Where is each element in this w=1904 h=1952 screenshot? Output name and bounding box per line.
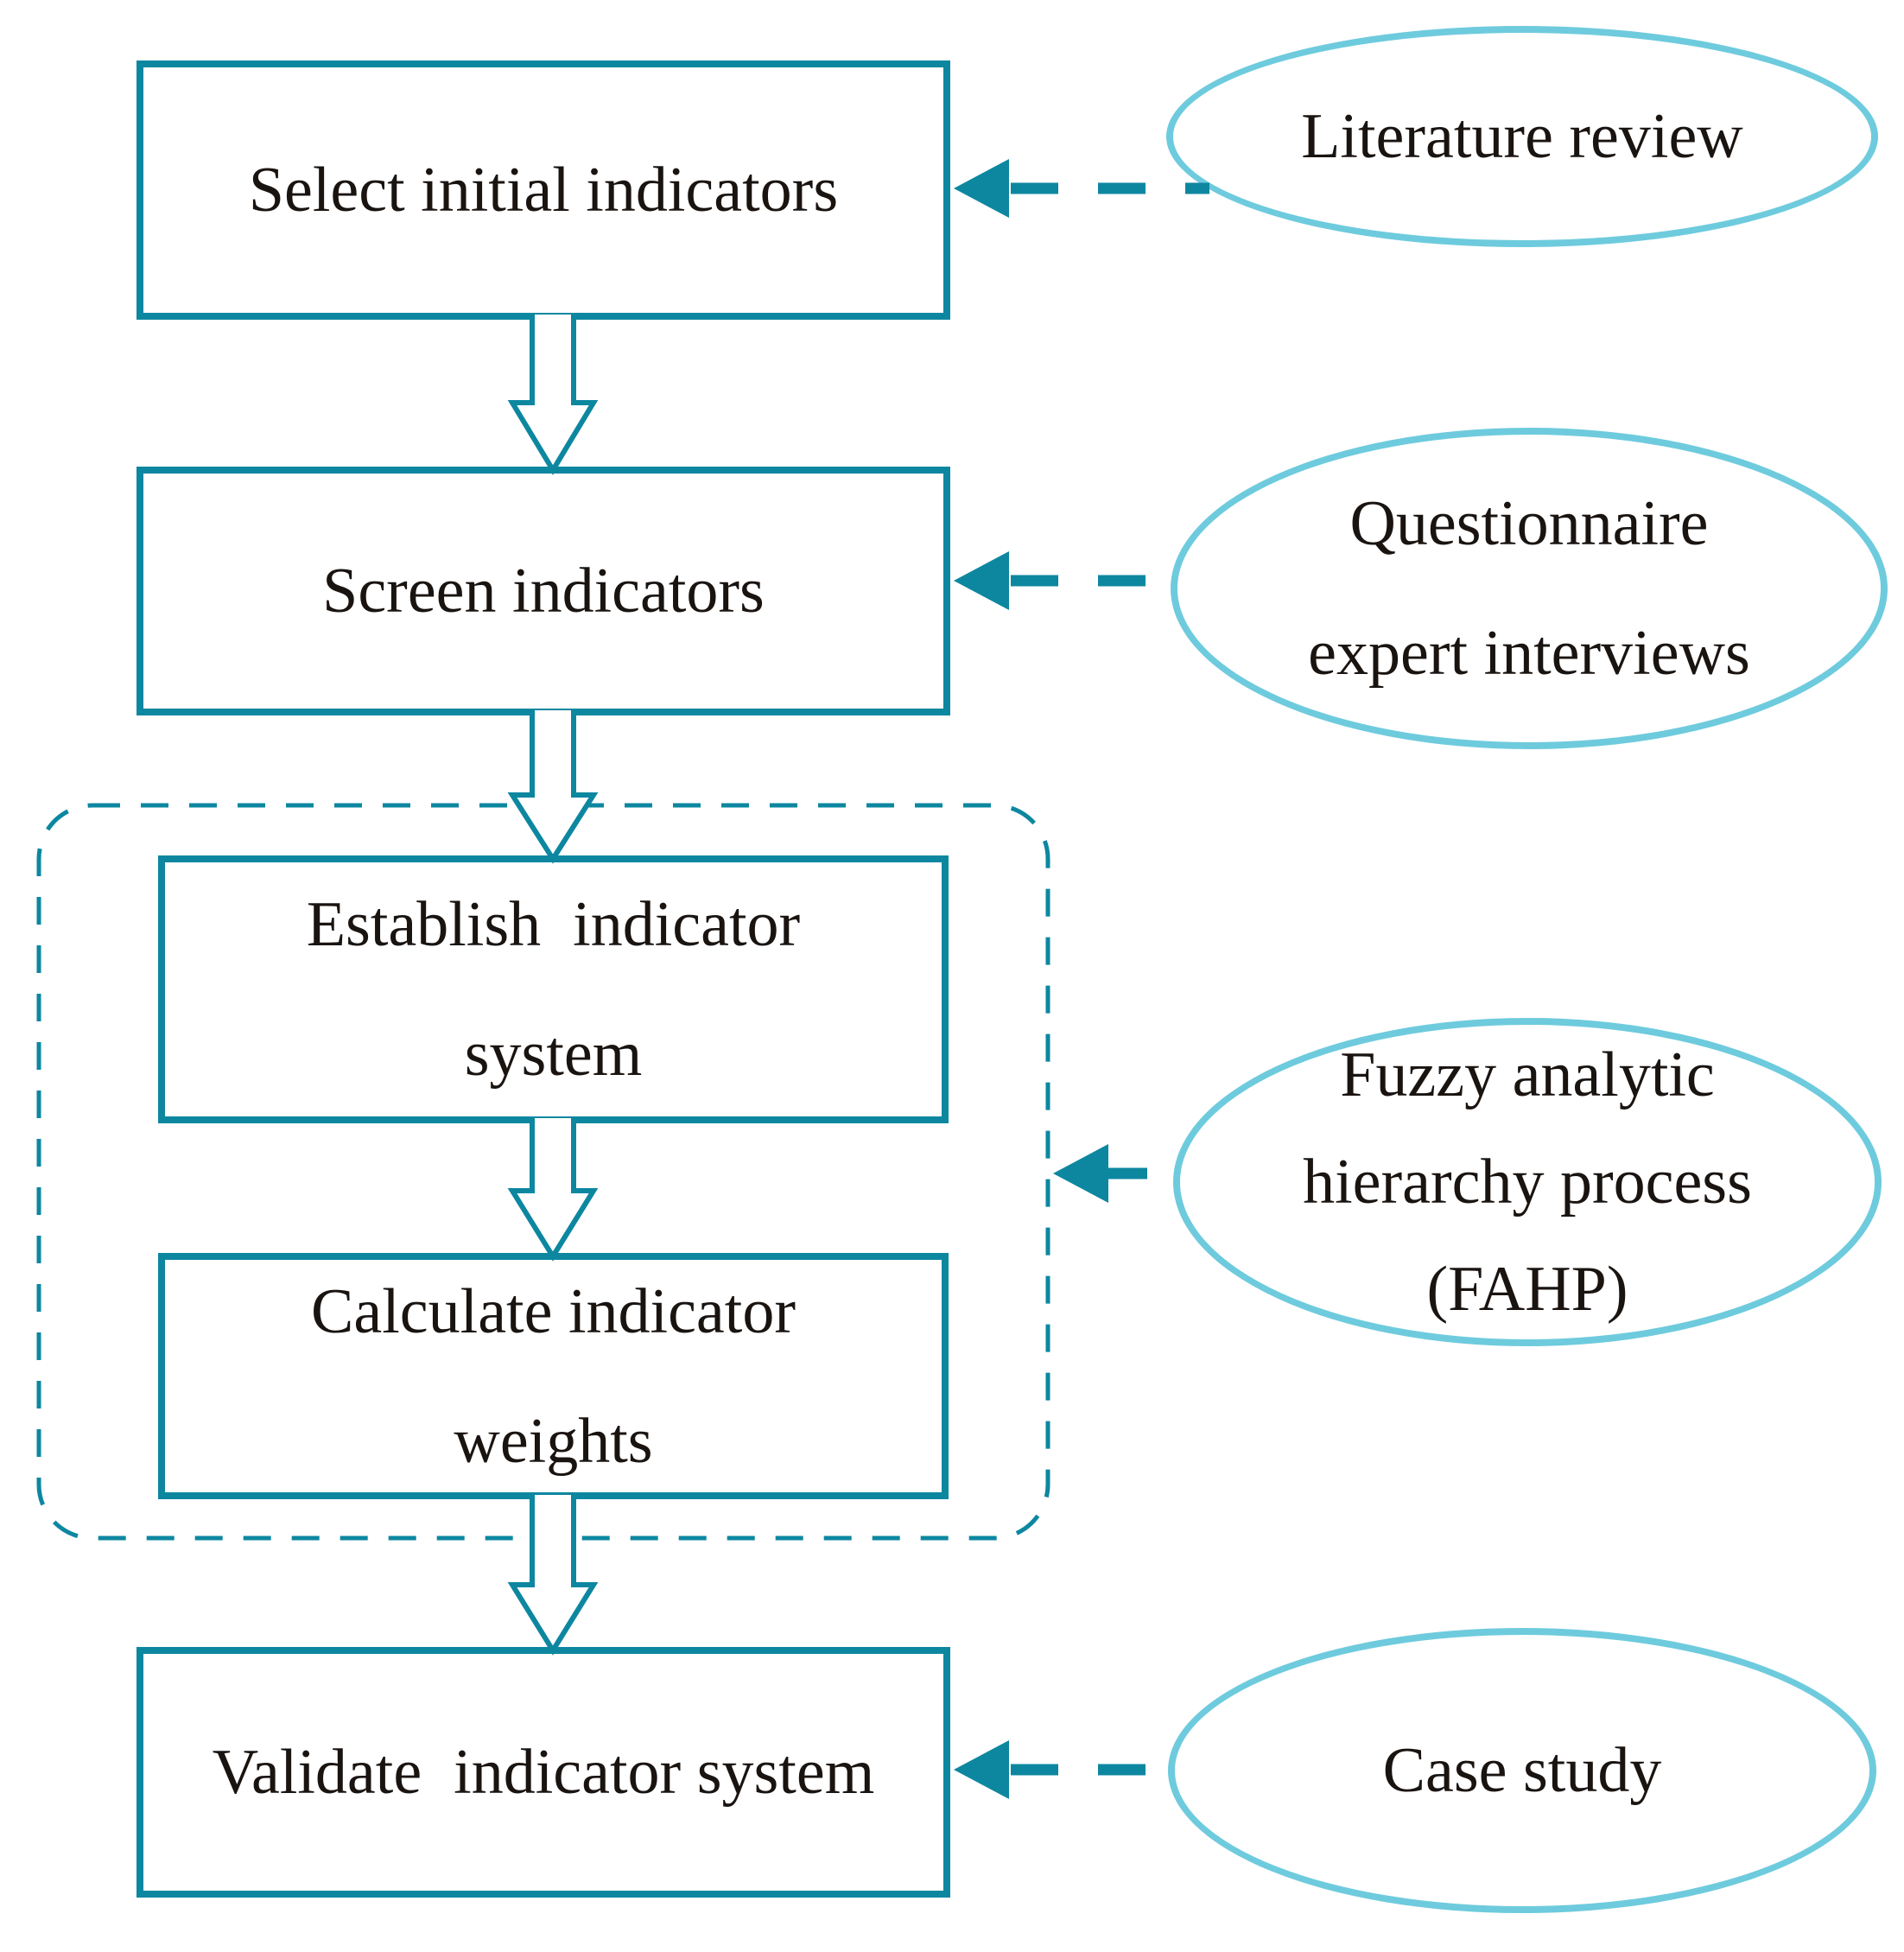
fahp-ellipse: Fuzzy analytic hierarchy process (FAHP) <box>1173 1018 1882 1346</box>
box-text-line: weights <box>454 1405 653 1477</box>
dashed-arrow-case-study-to-validate <box>954 1740 1170 1799</box>
ellipse-text-line: Fuzzy analytic <box>1340 1040 1715 1110</box>
select-initial-indicators-box: Select initial indicators <box>136 60 950 320</box>
down-block-arrow-select-to-screen <box>507 315 599 475</box>
screen-indicators-label: Screen indicators <box>322 526 765 656</box>
questionnaire-expert-interviews-ellipse: Questionnaire expert interviews <box>1171 428 1888 749</box>
ellipse-text-line: Case study <box>1382 1735 1662 1806</box>
dashed-arrow-fahp-to-group <box>1053 1144 1177 1203</box>
literature-review-ellipse: Literature review <box>1166 26 1878 247</box>
ellipse-text-line: Questionnaire <box>1349 488 1709 559</box>
calculate-indicator-weights-box: Calculate indicator weights <box>158 1253 949 1499</box>
dashed-arrow-questionnaire-to-screen <box>954 551 1172 610</box>
select-initial-indicators-label: Select initial indicators <box>249 125 838 255</box>
left-arrowhead-icon <box>954 551 1009 610</box>
box-text-line: Screen indicators <box>322 556 765 626</box>
ellipse-text-line: expert interviews <box>1308 618 1750 689</box>
down-block-arrow-screen-to-establish <box>507 710 599 864</box>
case-study-label: Case study <box>1383 1706 1662 1835</box>
ellipse-text-line: (FAHP) <box>1426 1254 1628 1325</box>
questionnaire-expert-interviews-label: Questionnaire expert interviews <box>1308 459 1750 718</box>
screen-indicators-box: Screen indicators <box>136 467 950 715</box>
down-block-arrow-calculate-to-validate <box>507 1495 599 1656</box>
establish-indicator-system-label: Establish indicator system <box>307 860 800 1119</box>
left-arrowhead-icon <box>954 159 1009 218</box>
down-block-arrow-establish-to-calculate <box>507 1118 599 1262</box>
case-study-ellipse: Case study <box>1168 1628 1876 1913</box>
box-text-line: Establish indicator <box>306 889 801 960</box>
calculate-indicator-weights-label: Calculate indicator weights <box>311 1247 796 1506</box>
box-text-line: system <box>464 1019 643 1090</box>
left-arrowhead-icon <box>954 1740 1009 1799</box>
box-text-line: Validate indicator system <box>212 1737 875 1808</box>
validate-indicator-system-label: Validate indicator system <box>213 1707 875 1837</box>
dashed-arrow-literature-to-select <box>954 159 1209 218</box>
ellipse-text-line: Literature review <box>1301 101 1743 172</box>
validate-indicator-system-box: Validate indicator system <box>136 1647 950 1898</box>
box-text-line: Select initial indicators <box>248 155 839 226</box>
left-arrowhead-icon <box>1053 1144 1108 1203</box>
establish-indicator-system-box: Establish indicator system <box>158 855 949 1123</box>
literature-review-label: Literature review <box>1301 72 1743 201</box>
fahp-label: Fuzzy analytic hierarchy process (FAHP) <box>1303 1021 1752 1343</box>
ellipse-text-line: hierarchy process <box>1303 1147 1752 1218</box>
box-text-line: Calculate indicator <box>311 1275 796 1347</box>
